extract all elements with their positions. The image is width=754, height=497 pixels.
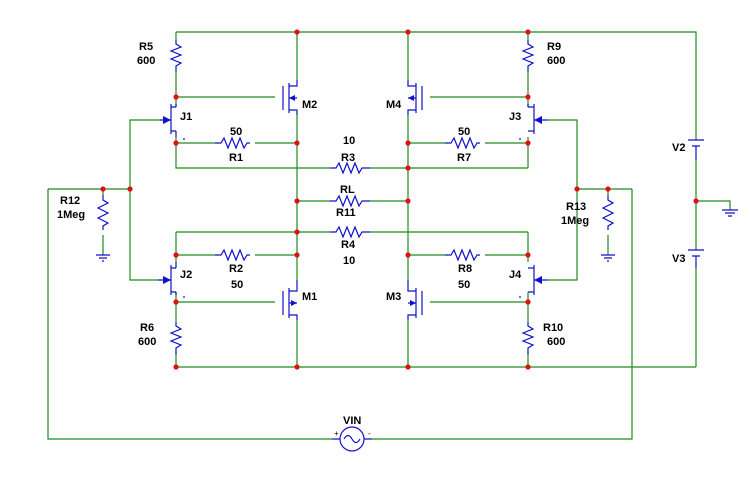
label-j4: J4 xyxy=(509,269,522,281)
label-r13-name: R13 xyxy=(566,201,586,213)
ground-icon xyxy=(601,254,615,262)
label-r12-name: R12 xyxy=(60,195,80,207)
resistor-R7-icon xyxy=(445,136,480,150)
label-r2-value: 50 xyxy=(231,279,243,291)
resistor-R2-icon xyxy=(215,248,250,262)
mosfet-M3-icon xyxy=(407,280,423,320)
label-r2-name: R2 xyxy=(229,263,243,275)
label-j1: J1 xyxy=(180,111,192,123)
batteries xyxy=(688,139,704,268)
battery-V3-icon xyxy=(688,249,704,268)
label-r1-value: 50 xyxy=(230,126,242,138)
label-r13-value: 1Meg xyxy=(561,215,589,227)
resistor-R3-icon xyxy=(330,161,370,175)
resistor-R10-icon xyxy=(521,322,535,354)
mosfet-M4-icon xyxy=(407,80,423,115)
label-r5-name: R5 xyxy=(139,41,153,53)
resistors xyxy=(96,40,615,354)
label-r11-name: R11 xyxy=(336,207,356,219)
label-m4: M4 xyxy=(386,99,402,111)
label-m3: M3 xyxy=(386,291,401,303)
label-m2: M2 xyxy=(302,99,317,111)
label-v3: V3 xyxy=(672,253,685,265)
label-j2: J2 xyxy=(180,269,192,281)
wires xyxy=(47,31,731,440)
mosfets xyxy=(282,80,423,320)
vin-source-icon xyxy=(332,426,372,452)
label-r5-value: 600 xyxy=(137,55,155,67)
label-r11-value: RL xyxy=(340,184,355,196)
label-r6-name: R6 xyxy=(140,322,154,334)
battery-V2-icon xyxy=(688,139,704,160)
mosfet-M2-icon xyxy=(282,80,298,115)
label-r8-name: R8 xyxy=(458,263,472,275)
label-r4-name: R4 xyxy=(341,239,356,251)
resistor-R8-icon xyxy=(445,248,480,262)
mosfet-M1-icon xyxy=(282,280,298,320)
ground-icon xyxy=(96,254,110,262)
resistor-R4-icon xyxy=(330,225,370,239)
jfet-J1-icon xyxy=(160,104,185,140)
label-r10-name: R10 xyxy=(543,322,563,334)
label-r10-value: 600 xyxy=(547,336,565,348)
resistor-R13-icon xyxy=(601,195,615,230)
label-vin: VIN xyxy=(343,415,361,427)
label-r9-value: 600 xyxy=(547,55,565,67)
label-j3: J3 xyxy=(509,111,521,123)
ground-icons xyxy=(96,209,738,262)
node-dots xyxy=(100,29,699,370)
label-r7-value: 50 xyxy=(458,126,470,138)
label-r6-value: 600 xyxy=(138,336,156,348)
label-r8-value: 50 xyxy=(458,279,470,291)
jfet-J2-icon xyxy=(158,262,185,298)
label-r4-value: 10 xyxy=(343,255,355,267)
label-m1: M1 xyxy=(302,291,317,303)
resistor-R1-icon xyxy=(215,136,250,150)
label-r1-name: R1 xyxy=(229,152,243,164)
resistor-R5-icon xyxy=(169,40,183,72)
label-r3-value: 10 xyxy=(343,135,355,147)
label-vin-plus: + xyxy=(334,429,339,438)
label-r7-name: R7 xyxy=(457,152,471,164)
resistor-R6-icon xyxy=(169,322,183,354)
label-r12-value: 1Meg xyxy=(57,209,85,221)
jfet-J3-icon xyxy=(519,104,548,140)
jfets xyxy=(158,104,548,298)
resistor-R11-icon xyxy=(330,194,370,208)
jfet-J4-icon xyxy=(519,265,548,298)
resistor-R9-icon xyxy=(521,40,535,72)
label-r3-name: R3 xyxy=(341,152,355,164)
label-vin-minus: - xyxy=(368,429,371,438)
resistor-R12-icon xyxy=(96,195,110,230)
label-r9-name: R9 xyxy=(547,41,561,53)
label-v2: V2 xyxy=(672,142,685,154)
labels: R5 600 R9 600 R6 600 R10 600 50 R1 R2 50… xyxy=(57,41,685,438)
ground-icon xyxy=(722,209,738,217)
